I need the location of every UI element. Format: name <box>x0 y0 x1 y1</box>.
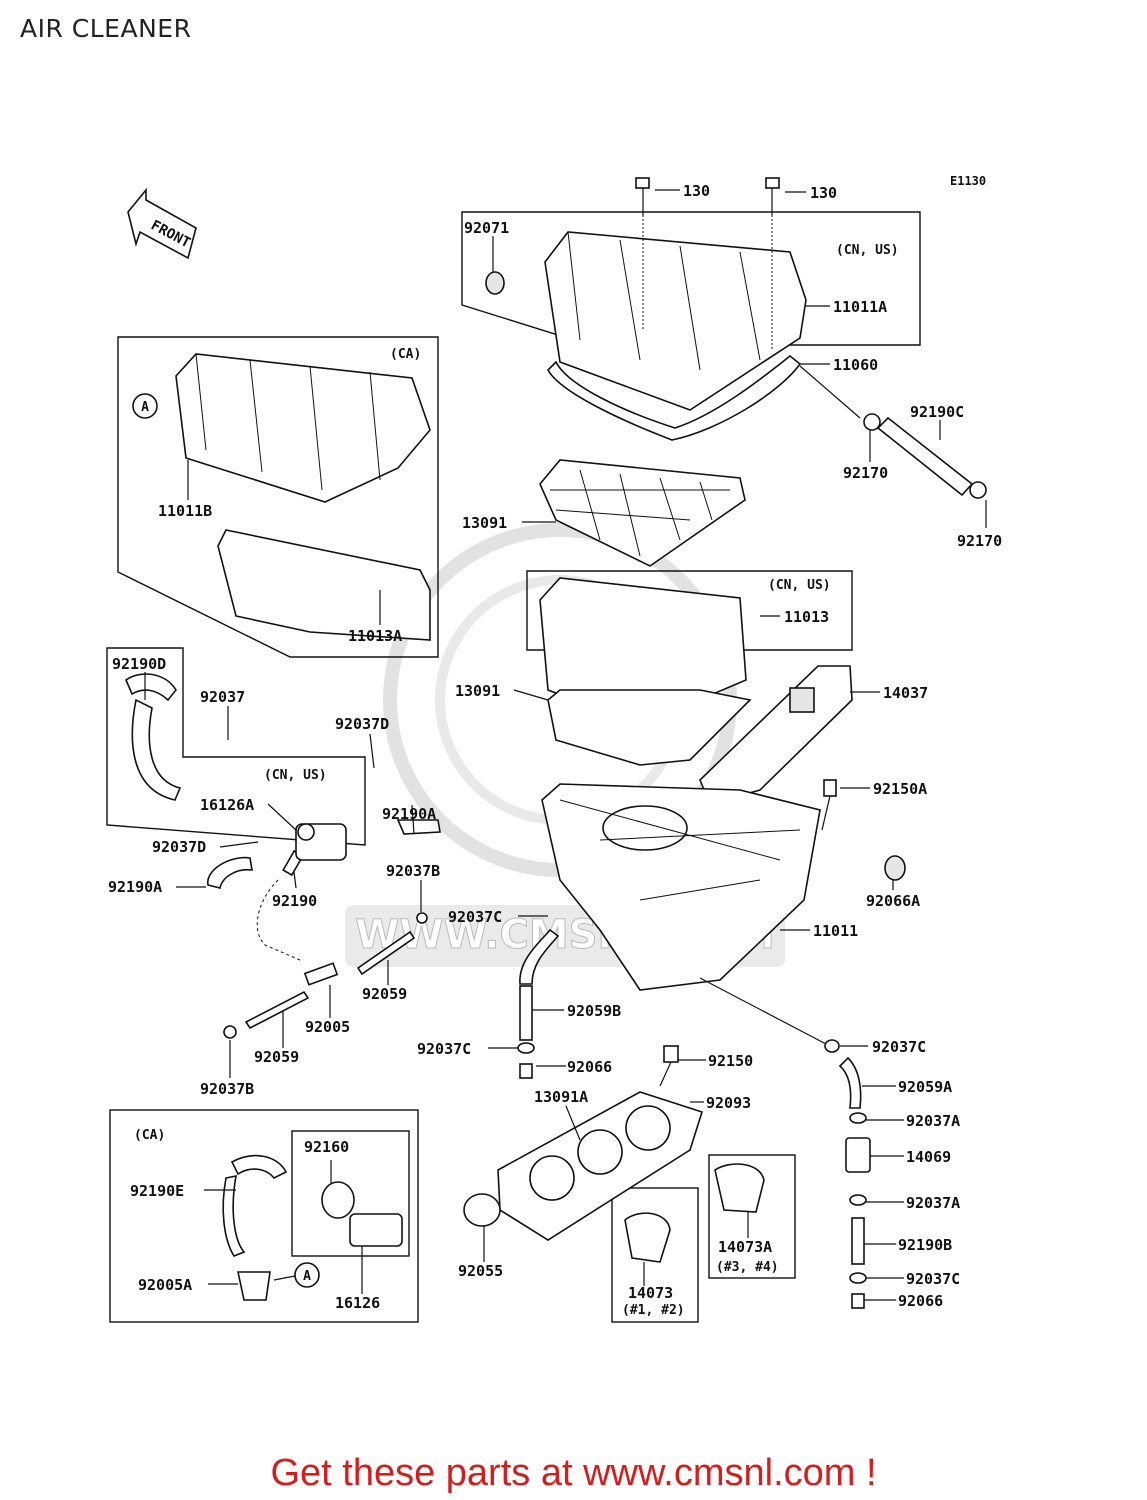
top-cover-shape <box>544 231 807 411</box>
part-label: 92059B <box>567 1002 621 1020</box>
callout-a-top-text: A <box>141 400 149 415</box>
part-label: 92037D <box>335 715 389 733</box>
ca-cover-shape <box>175 353 431 503</box>
part-label: 92190C <box>910 403 964 421</box>
part-label: 92066 <box>567 1058 612 1076</box>
part-label: 11013A <box>348 627 402 645</box>
part-label: 13091A <box>534 1088 588 1106</box>
group-label-ca-bottom: (CA) <box>134 1128 165 1143</box>
part-drawings <box>125 177 987 1309</box>
part-label: 92037A <box>906 1112 960 1130</box>
footer-promo-link[interactable]: Get these parts at www.cmsnl.com ! <box>270 1452 877 1494</box>
part-label: 92037B <box>386 862 440 880</box>
callout-a-top: A <box>132 393 158 419</box>
part-label: 92037A <box>906 1194 960 1212</box>
part-label: 130 <box>683 182 710 200</box>
part-label: 92150 <box>708 1052 753 1070</box>
part-label: 92055 <box>458 1262 503 1280</box>
part-label: 92160 <box>304 1138 349 1156</box>
part-label: 11011A <box>833 298 887 316</box>
part-label: 14069 <box>906 1148 951 1166</box>
part-label: 92066 <box>898 1292 943 1310</box>
part-label: 16126A <box>200 796 254 814</box>
part-label: 11011B <box>158 502 212 520</box>
group-label-element: (CN, US) <box>768 578 831 593</box>
part-label: 92190E <box>130 1182 184 1200</box>
part-label: 130 <box>810 184 837 202</box>
part-label: 92037C <box>417 1040 471 1058</box>
group-label-cyl-34: (#3, #4) <box>716 1260 779 1275</box>
part-label: 92005A <box>138 1276 192 1294</box>
part-label: 13091 <box>462 514 507 532</box>
part-labels: 130 130 92071 11011A 11060 92190C 92170 … <box>108 182 1002 1312</box>
part-label: 16126 <box>335 1294 380 1312</box>
part-label: 92037C <box>906 1270 960 1288</box>
part-label: 92059A <box>898 1078 952 1096</box>
callout-a-bottom: A <box>294 1262 320 1288</box>
part-label: 92071 <box>464 219 509 237</box>
part-label: 92093 <box>706 1094 751 1112</box>
group-label-top-cover: (CN, US) <box>836 243 899 258</box>
group-label-cyl-12: (#1, #2) <box>622 1303 685 1318</box>
part-label: 92190A <box>382 805 436 823</box>
part-label: 92170 <box>843 464 888 482</box>
part-label: 14073 <box>628 1284 673 1302</box>
part-label: 92059 <box>254 1048 299 1066</box>
part-label: 92037 <box>200 688 245 706</box>
part-label: 11060 <box>833 356 878 374</box>
part-label: 92150A <box>873 780 927 798</box>
part-label: 92190D <box>112 655 166 673</box>
part-label: 92005 <box>305 1018 350 1036</box>
part-label: 92066A <box>866 892 920 910</box>
part-label: 92190A <box>108 878 162 896</box>
diagram-code: E1130 <box>950 174 986 188</box>
part-label: 11013 <box>784 608 829 626</box>
part-label: 92170 <box>957 532 1002 550</box>
part-label: 13091 <box>455 682 500 700</box>
part-label: 11011 <box>813 922 858 940</box>
part-label: 92037C <box>448 908 502 926</box>
group-label-valve: (CN, US) <box>264 768 327 783</box>
part-label: 92037C <box>872 1038 926 1056</box>
group-label-ca-cover: (CA) <box>390 347 421 362</box>
part-label: 92037D <box>152 838 206 856</box>
page-title: AIR CLEANER <box>20 14 192 43</box>
part-label: 14037 <box>883 684 928 702</box>
part-label: 92037B <box>200 1080 254 1098</box>
leader-lines <box>144 189 987 1301</box>
front-arrow-icon: FRONT <box>127 187 197 260</box>
part-label: 14073A <box>718 1238 772 1256</box>
part-label: 92190B <box>898 1236 952 1254</box>
part-label: 92059 <box>362 985 407 1003</box>
part-label: 92190 <box>272 892 317 910</box>
group-frames <box>106 211 921 1323</box>
callout-a-bottom-text: A <box>303 1269 311 1284</box>
